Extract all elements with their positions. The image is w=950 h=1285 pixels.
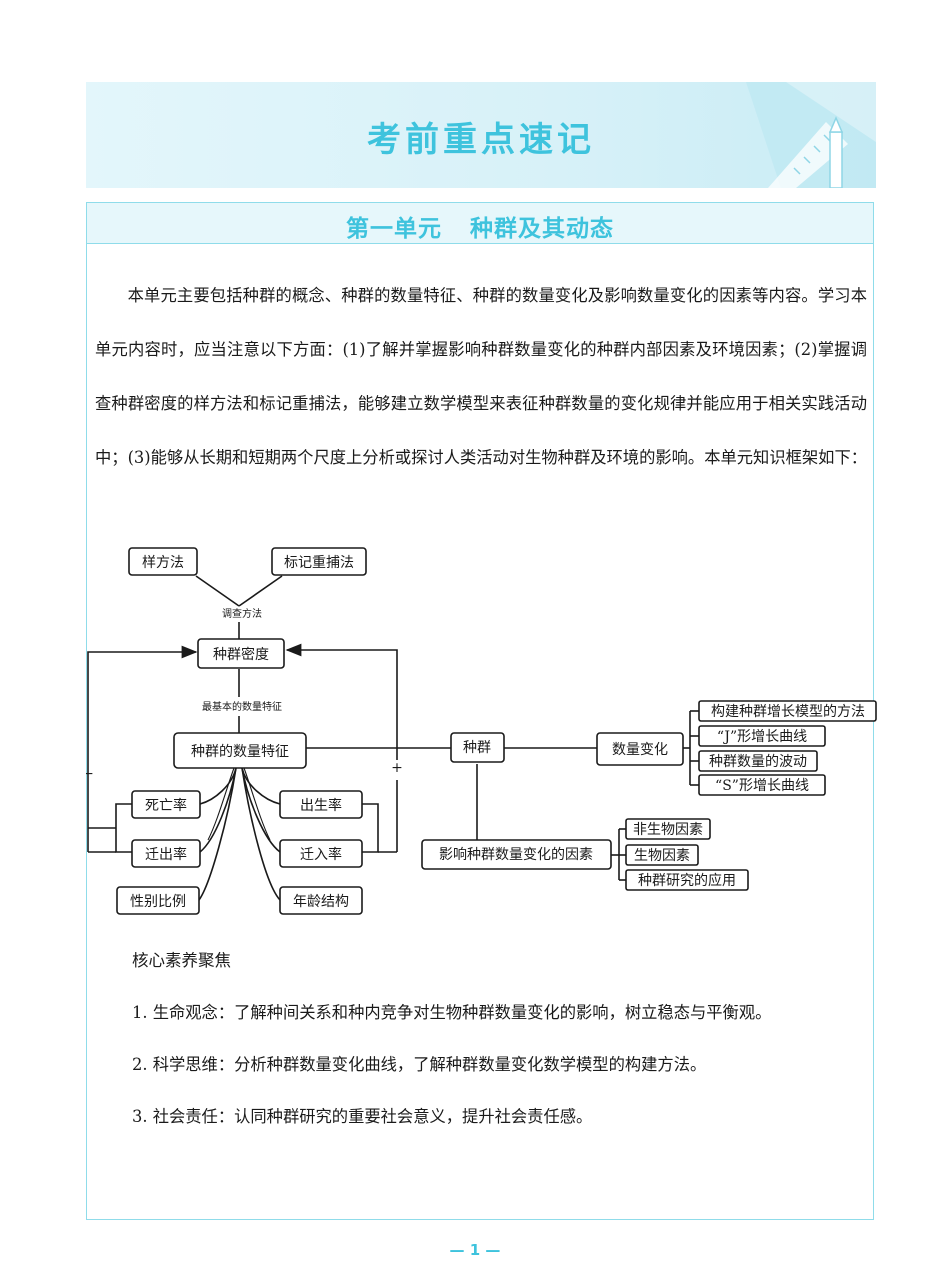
literacy-item-scientific-thinking: 2. 科学思维：分析种群数量变化曲线，了解种群数量变化数学模型的构建方法。	[132, 1052, 862, 1078]
j-curve-node: “J”形增长曲线	[717, 729, 807, 745]
birth-rate-node: 出生率	[300, 797, 342, 814]
influencing-factors-node: 影响种群数量变化的因素	[439, 847, 593, 863]
unit-title: 第一单元种群及其动态	[346, 209, 614, 243]
minus-sign: −	[86, 766, 94, 782]
literacy-item-social-responsibility: 3. 社会责任：认同种群研究的重要社会意义，提升社会责任感。	[132, 1104, 862, 1130]
application-node: 种群研究的应用	[638, 872, 736, 889]
quantity-change-node: 数量变化	[612, 742, 668, 758]
population-density-node: 种群密度	[213, 646, 269, 663]
emigration-rate-node: 迁出率	[145, 846, 187, 863]
intro-paragraph: 本单元主要包括种群的概念、种群的数量特征、种群的数量变化及影响数量变化的因素等内…	[95, 269, 867, 485]
biotic-factors-node: 生物因素	[634, 848, 690, 864]
plus-sign: +	[391, 760, 403, 776]
core-literacy-section: 核心素养聚焦 1. 生命观念：了解种间关系和种内竞争对生物种群数量变化的影响，树…	[132, 948, 862, 1156]
population-node: 种群	[463, 740, 491, 756]
unit-name: 种群及其动态	[470, 209, 614, 243]
knowledge-framework-diagram: − + 样方法 标记重捕法 调查方法 种群密度 最基本的数量特征 种群的数量特征…	[86, 538, 878, 923]
survey-methods-label: 调查方法	[222, 607, 262, 620]
header-banner: 考前重点速记	[86, 82, 876, 188]
fluctuation-node: 种群数量的波动	[709, 754, 807, 770]
page-title: 考前重点速记	[86, 112, 876, 161]
death-rate-node: 死亡率	[145, 797, 187, 814]
unit-header: 第一单元种群及其动态	[87, 203, 873, 244]
sex-ratio-node: 性别比例	[130, 894, 186, 910]
build-model-node: 构建种群增长模型的方法	[711, 704, 865, 720]
basic-feature-label: 最基本的数量特征	[202, 700, 282, 713]
abiotic-factors-node: 非生物因素	[633, 822, 703, 838]
s-curve-node: “S”形增长曲线	[715, 778, 809, 794]
immigration-rate-node: 迁入率	[300, 846, 342, 863]
literacy-item-life-concept: 1. 生命观念：了解种间关系和种内竞争对生物种群数量变化的影响，树立稳态与平衡观…	[132, 1000, 862, 1026]
unit-number: 第一单元	[346, 209, 442, 243]
age-structure-node: 年龄结构	[293, 894, 349, 910]
mark-recapture-node: 标记重捕法	[284, 555, 354, 571]
page-number: — 1 —	[0, 1241, 950, 1259]
quantitative-features-node: 种群的数量特征	[191, 744, 289, 760]
quadrat-method-node: 样方法	[142, 555, 184, 571]
core-literacy-title: 核心素养聚焦	[132, 948, 862, 974]
